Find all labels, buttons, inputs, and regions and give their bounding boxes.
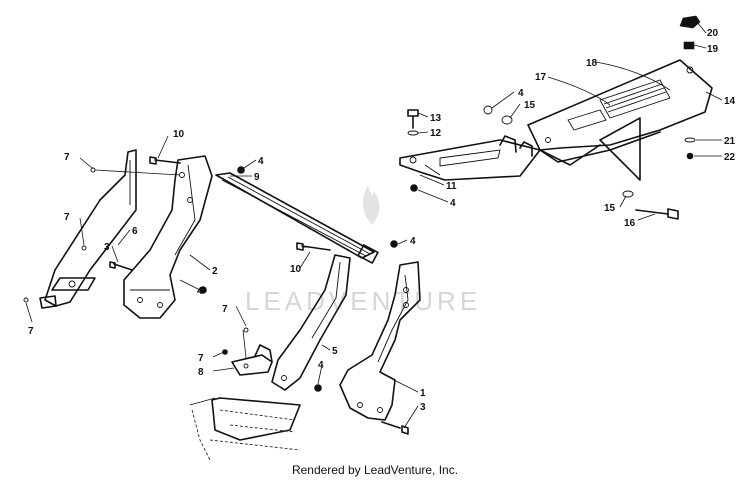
callout-15-pad: 15 xyxy=(524,100,536,111)
callout-1: 1 xyxy=(420,388,426,399)
callout-4-mid: 4 xyxy=(410,236,416,247)
callout-3-left: 3 xyxy=(104,242,110,253)
callout-14: 14 xyxy=(724,96,736,107)
callout-22: 22 xyxy=(724,152,736,163)
fasteners xyxy=(23,15,701,435)
callout-9: 9 xyxy=(254,172,260,183)
callout-20: 20 xyxy=(707,28,719,39)
callout-7-top: 7 xyxy=(64,152,70,163)
part-crossbar xyxy=(215,172,379,264)
callout-11: 11 xyxy=(446,181,457,192)
callout-4-low: 4 xyxy=(318,360,324,371)
callout-3-right: 3 xyxy=(420,402,426,413)
callout-15-bolt: 15 xyxy=(604,203,616,214)
knob-icon xyxy=(679,15,701,29)
callout-7-mid: 7 xyxy=(64,212,70,223)
callout-18: 18 xyxy=(586,58,598,69)
part-right-support xyxy=(339,261,421,421)
callout-2: 2 xyxy=(212,266,218,277)
part-left-bracket xyxy=(39,149,137,309)
callout-13: 13 xyxy=(430,113,442,124)
callout-19: 19 xyxy=(707,44,719,55)
part-mount-bracket xyxy=(399,135,541,181)
part-small-bracket xyxy=(231,344,273,376)
callout-4-bracket: 4 xyxy=(450,198,456,209)
callout-4-left: 4 xyxy=(197,286,203,297)
callout-10-mid: 10 xyxy=(290,264,302,275)
leadventure-watermark: LEADVENTURE xyxy=(245,185,481,316)
callout-4-top: 4 xyxy=(258,156,264,167)
part-lower-panel xyxy=(189,397,301,461)
watermark-flame-icon xyxy=(362,185,380,225)
callout-12: 12 xyxy=(430,128,442,139)
callout-labels: 20 19 18 17 14 4 15 13 12 21 22 11 4 15 … xyxy=(28,28,736,413)
callout-4-pad: 4 xyxy=(518,88,524,99)
callout-7-bracket: 7 xyxy=(198,353,204,364)
render-credit: Rendered by LeadVenture, Inc. xyxy=(291,463,459,477)
callout-16: 16 xyxy=(624,218,636,229)
alignment-lines xyxy=(94,169,247,359)
callout-10-top: 10 xyxy=(173,129,185,140)
part-pad-assembly xyxy=(527,59,713,181)
watermark-text: LEADVENTURE xyxy=(245,286,481,316)
part-middle-brace xyxy=(271,254,351,391)
callout-17: 17 xyxy=(535,72,547,83)
callout-5: 5 xyxy=(332,346,338,357)
callout-7-lower: 7 xyxy=(222,304,228,315)
callout-8: 8 xyxy=(198,367,204,378)
callout-21: 21 xyxy=(724,136,736,147)
washer-icon xyxy=(683,41,695,50)
callout-7-left: 7 xyxy=(28,326,34,337)
callout-6: 6 xyxy=(132,226,138,237)
leader-lines xyxy=(25,21,723,429)
